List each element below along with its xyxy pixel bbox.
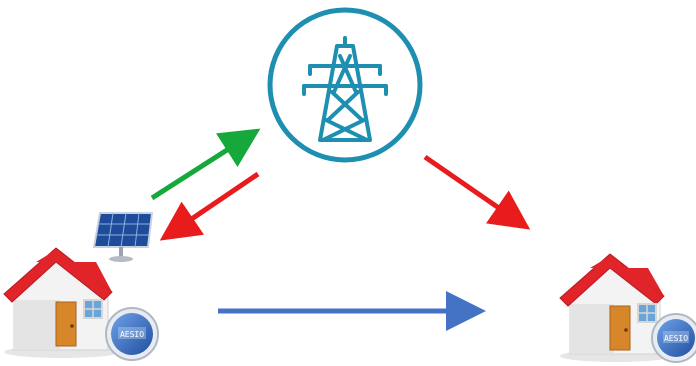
smart-meter-icon: AESIO xyxy=(105,307,159,361)
house-icon xyxy=(3,247,120,358)
consumer-house: AESIO xyxy=(559,253,696,363)
house-icon xyxy=(559,253,672,362)
arrow-grid-to-prosumer xyxy=(159,171,260,241)
grid-node xyxy=(267,7,423,163)
prosumer-house: AESIO xyxy=(3,247,159,361)
smart-meter-icon: AESIO xyxy=(651,313,696,363)
energy-arrows xyxy=(150,128,531,331)
arrow-grid-to-consumer xyxy=(423,154,531,230)
meter-label: AESIO xyxy=(664,334,688,343)
solar-panel-icon xyxy=(92,212,154,262)
meter-label: AESIO xyxy=(120,330,144,339)
transmission-tower-icon xyxy=(302,36,388,142)
arrow-prosumer-to-grid xyxy=(150,128,261,201)
